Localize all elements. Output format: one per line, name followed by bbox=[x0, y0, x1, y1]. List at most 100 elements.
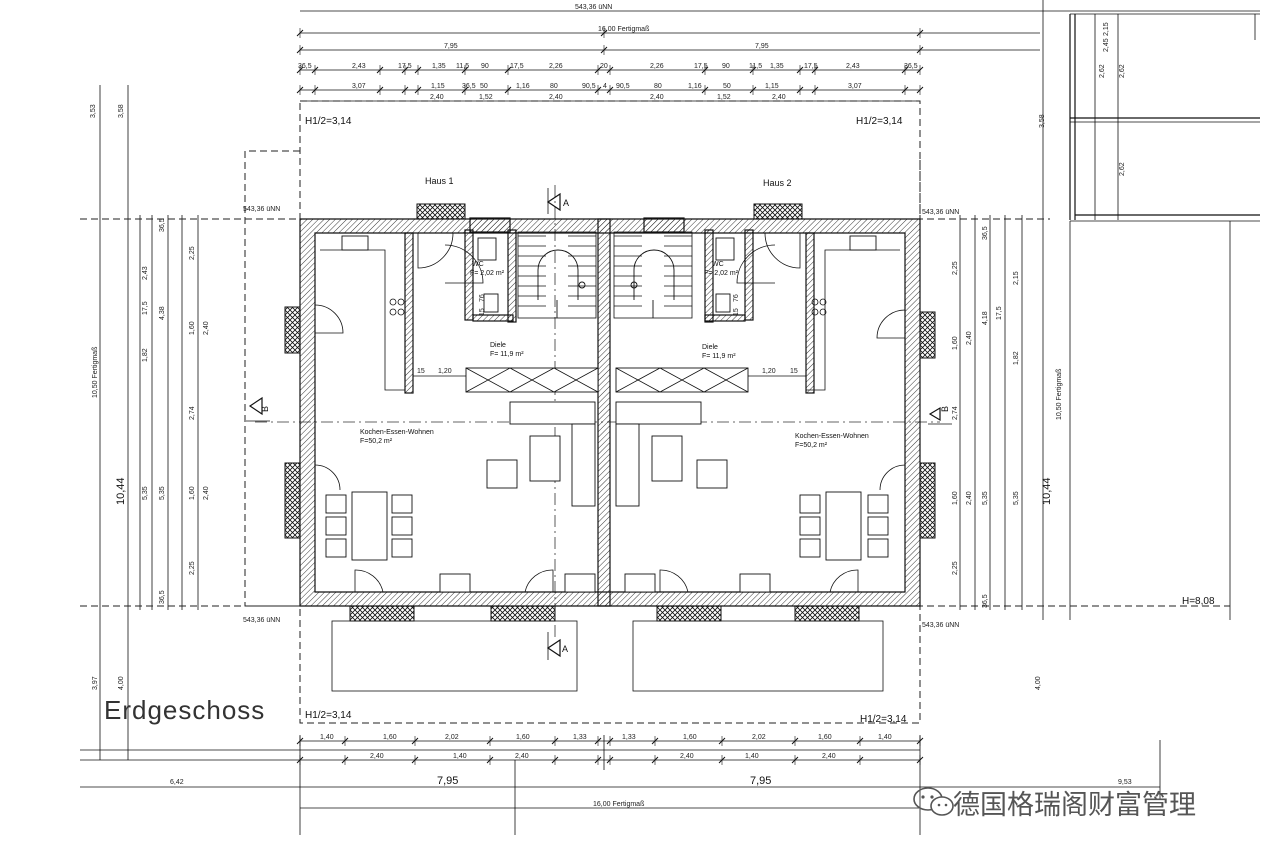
row4-label: 36,5 bbox=[462, 83, 476, 90]
row3-label: 90 bbox=[722, 63, 730, 70]
row4-label: 90,5 bbox=[582, 83, 596, 90]
brow1-label: 1,33 bbox=[573, 734, 587, 741]
right-level-note-top: 543,36 üNN bbox=[922, 209, 959, 216]
wc-small-left: 15 bbox=[479, 308, 486, 316]
row4-label: 1,16 bbox=[516, 83, 530, 90]
section-label-a-bottom: A bbox=[562, 644, 568, 654]
row4-label: 80 bbox=[550, 83, 558, 90]
right-small-dim-2: 4,18 bbox=[982, 311, 989, 325]
brow2-label: 2,40 bbox=[822, 753, 836, 760]
living-furniture bbox=[439, 401, 771, 593]
row3-label: 17,5 bbox=[694, 63, 708, 70]
row3-label: 90 bbox=[481, 63, 489, 70]
height-note-top-left: H1/2=3,14 bbox=[305, 116, 352, 127]
right-top-structure bbox=[1042, 0, 1260, 620]
brow1-label: 2,02 bbox=[445, 734, 459, 741]
right-overall-dim-1: 10,50 Fertigmaß bbox=[1056, 369, 1063, 420]
right-small-dim-1: 2,15 bbox=[1013, 271, 1020, 285]
right-dimension-lines bbox=[959, 215, 1023, 610]
right-top-dim-3: 2,62 bbox=[1099, 64, 1106, 78]
brow2-label: 2,40 bbox=[370, 753, 384, 760]
height-note-bottom-right: H1/2=3,14 bbox=[860, 714, 907, 725]
interior-walls bbox=[404, 217, 815, 394]
bottom-dimension-lines bbox=[80, 735, 1161, 835]
left-inner2-dim-3: 5,35 bbox=[159, 486, 166, 500]
row4-label: 90,5 bbox=[616, 83, 630, 90]
brow1-label: 1,40 bbox=[320, 734, 334, 741]
row3-label: 17,5 bbox=[398, 63, 412, 70]
room-area-diele-1: F= 11,9 m² bbox=[490, 351, 524, 358]
brow1-label: 1,60 bbox=[516, 734, 530, 741]
wardrobes bbox=[465, 367, 749, 393]
left-inner2-dim-1: 2,40 bbox=[203, 321, 210, 335]
right-top-dim-4: 2,62 bbox=[1119, 64, 1126, 78]
row3-label: 2,26 bbox=[650, 63, 664, 70]
row5-label: 2,40 bbox=[772, 94, 786, 101]
floor-title: Erdgeschoss bbox=[104, 695, 265, 725]
right-level-note-bottom: 543,36 üNN bbox=[922, 622, 959, 629]
right-inner-dim-2: 1,60 bbox=[952, 336, 959, 350]
brow2-label: 1,40 bbox=[745, 753, 759, 760]
row4-label: 1,15 bbox=[765, 83, 779, 90]
left-far-dim-1: 3,53 bbox=[90, 104, 97, 118]
windows bbox=[284, 203, 936, 622]
row4-label: 80 bbox=[654, 83, 662, 90]
row4-label: 1,16 bbox=[688, 83, 702, 90]
brow2-label: 1,40 bbox=[453, 753, 467, 760]
house-label-2: Haus 2 bbox=[763, 178, 792, 188]
left-level-note-bottom: 543,36 üNN bbox=[243, 617, 280, 624]
row4-label: 3,07 bbox=[352, 83, 366, 90]
left-small-dim-1: 2,43 bbox=[142, 266, 149, 280]
row3-label: 11,5 bbox=[456, 63, 469, 70]
height-note-right: H=8,08 bbox=[1182, 596, 1215, 607]
right-inner-dim-3: 2,74 bbox=[952, 406, 959, 420]
room-name-diele-2: Diele bbox=[702, 344, 718, 351]
brow1-label: 1,60 bbox=[818, 734, 832, 741]
row5-label: 1,52 bbox=[717, 94, 731, 101]
corridor-dim-left: 1,20 bbox=[438, 368, 452, 375]
section-marker-b-right bbox=[928, 406, 952, 425]
right-inner2-dim-4: 5,35 bbox=[1013, 491, 1020, 505]
left-far-dim-2: 3,58 bbox=[118, 104, 125, 118]
row3-label: 2,43 bbox=[352, 63, 366, 70]
brow1-label: 1,60 bbox=[683, 734, 697, 741]
corridor-dim-right: 1,20 bbox=[762, 368, 776, 375]
bottom-right-offset: 9,53 bbox=[1118, 779, 1132, 786]
right-inner-dim-4: 1,60 bbox=[952, 491, 959, 505]
right-small-dim-4: 36,5 bbox=[982, 226, 989, 240]
brow1-label: 1,33 bbox=[622, 734, 636, 741]
top-overall-dim: 16,00 Fertigmaß bbox=[598, 26, 649, 33]
room-name-wc-2: WC bbox=[712, 261, 724, 268]
brow2-label: 2,40 bbox=[680, 753, 694, 760]
row4-label: 50 bbox=[480, 83, 488, 90]
room-name-diele-1: Diele bbox=[490, 342, 506, 349]
dining-sets bbox=[325, 491, 889, 561]
height-note-top-right: H1/2=3,14 bbox=[856, 116, 903, 127]
section-label-b-left: B bbox=[260, 406, 270, 412]
row5-label: 1,52 bbox=[479, 94, 493, 101]
row4-label: 50 bbox=[723, 83, 731, 90]
top-half-dim-right: 7,95 bbox=[755, 43, 769, 50]
wc-fixtures bbox=[477, 237, 735, 313]
row3-label: 20 bbox=[600, 63, 608, 70]
room-area-kew-1: F=50,2 m² bbox=[360, 438, 393, 445]
right-top-dim-6: 3,58 bbox=[1039, 114, 1046, 128]
left-below-dim-1: 3,97 bbox=[92, 676, 99, 690]
height-note-bottom-left: H1/2=3,14 bbox=[305, 710, 352, 721]
room-area-wc-1: F= 2,02 m² bbox=[470, 270, 505, 277]
left-small-dim-4: 36,5 bbox=[159, 218, 166, 232]
right-small-dim-5: 36,5 bbox=[982, 594, 989, 608]
row3-label: 36,5 bbox=[298, 63, 312, 70]
right-top-dim-1: 2,15 bbox=[1103, 22, 1110, 36]
right-inner-dim-5: 2,25 bbox=[952, 561, 959, 575]
right-inner2-dim-2: 2,40 bbox=[966, 491, 973, 505]
left-inner2-dim-4: 5,35 bbox=[142, 486, 149, 500]
row3-label: 17,5 bbox=[510, 63, 524, 70]
row3-label: 17,5 bbox=[804, 63, 818, 70]
right-inner2-dim-3: 5,35 bbox=[982, 491, 989, 505]
kitchen-counters bbox=[320, 235, 900, 391]
